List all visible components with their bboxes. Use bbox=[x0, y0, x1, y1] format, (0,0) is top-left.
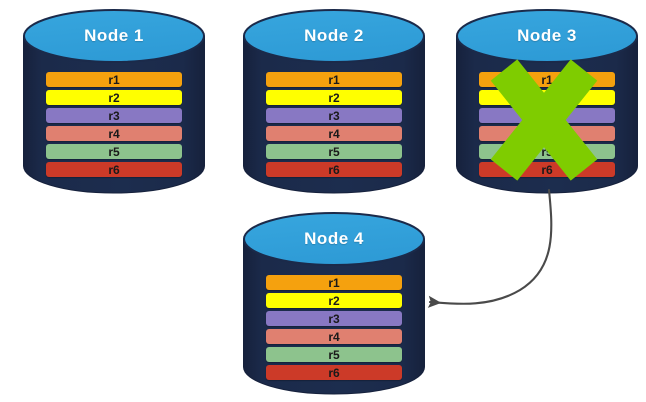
cylinder-top-disc bbox=[243, 9, 425, 63]
data-row-r6[interactable]: r6 bbox=[266, 365, 402, 380]
data-row-r3[interactable]: r3 bbox=[46, 108, 182, 123]
data-row-r3[interactable]: r3 bbox=[266, 311, 402, 326]
cylinder-top-disc bbox=[23, 9, 205, 63]
data-row-r5[interactable]: r5 bbox=[266, 144, 402, 159]
data-row-r4[interactable]: r4 bbox=[266, 126, 402, 141]
data-row-r5[interactable]: r5 bbox=[479, 144, 615, 159]
data-row-r2[interactable]: r2 bbox=[479, 90, 615, 105]
data-row-r4[interactable]: r4 bbox=[266, 329, 402, 344]
row-stack: r1 r2 r3 r4 r5 r6 bbox=[456, 72, 638, 177]
data-row-r4[interactable]: r4 bbox=[479, 126, 615, 141]
data-row-r5[interactable]: r5 bbox=[266, 347, 402, 362]
cylinder-top-disc bbox=[456, 9, 638, 63]
data-row-r2[interactable]: r2 bbox=[46, 90, 182, 105]
data-row-r6[interactable]: r6 bbox=[266, 162, 402, 177]
data-row-r2[interactable]: r2 bbox=[266, 90, 402, 105]
cylinder-top-disc bbox=[243, 212, 425, 266]
data-row-r1[interactable]: r1 bbox=[479, 72, 615, 87]
data-row-r6[interactable]: r6 bbox=[479, 162, 615, 177]
data-row-r1[interactable]: r1 bbox=[266, 72, 402, 87]
data-row-r5[interactable]: r5 bbox=[46, 144, 182, 159]
row-stack: r1 r2 r3 r4 r5 r6 bbox=[243, 275, 425, 380]
row-stack: r1 r2 r3 r4 r5 r6 bbox=[243, 72, 425, 177]
data-row-r6[interactable]: r6 bbox=[46, 162, 182, 177]
data-row-r3[interactable]: r3 bbox=[266, 108, 402, 123]
data-row-r1[interactable]: r1 bbox=[266, 275, 402, 290]
data-row-r2[interactable]: r2 bbox=[266, 293, 402, 308]
data-row-r1[interactable]: r1 bbox=[46, 72, 182, 87]
data-row-r3[interactable]: r3 bbox=[479, 108, 615, 123]
data-row-r4[interactable]: r4 bbox=[46, 126, 182, 141]
row-stack: r1 r2 r3 r4 r5 r6 bbox=[23, 72, 205, 177]
